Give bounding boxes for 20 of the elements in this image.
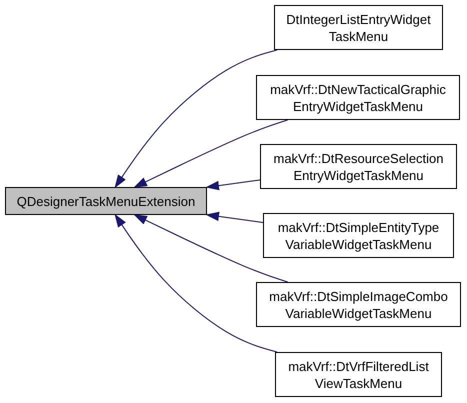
class-name: makVrf::DtVrfFilteredList ViewTaskMenu	[287, 358, 430, 392]
class-name: makVrf::DtSimpleEntityType VariableWidgetTaskMenu	[276, 218, 440, 252]
class-name: makVrf::DtResourceSelection EntryWidgetTaskMenu	[272, 150, 445, 184]
inheritance-arrow	[134, 120, 288, 188]
class-name: DtIntegerListEntryWidget TaskMenu	[285, 10, 432, 44]
class-box	[263, 213, 454, 258]
class-box	[260, 144, 457, 189]
class-name: makVrf::DtSimpleImageCombo VariableWidgetTaskMenu	[268, 288, 449, 322]
inheritance-arrow	[206, 179, 260, 190]
class-box	[256, 282, 461, 327]
inheritance-arrow	[114, 50, 278, 188]
inheritance-arrow	[206, 212, 264, 223]
class-box	[274, 5, 443, 50]
class-name: QDesignerTaskMenuExtension	[16, 192, 196, 210]
class-box	[5, 187, 207, 215]
class-box	[275, 352, 442, 397]
class-name: makVrf::DtNewTacticalGraphic EntryWidgetTaskMenu	[269, 80, 447, 114]
inheritance-arrow	[134, 214, 288, 282]
class-box	[256, 75, 460, 120]
inheritance-arrow	[114, 214, 278, 352]
